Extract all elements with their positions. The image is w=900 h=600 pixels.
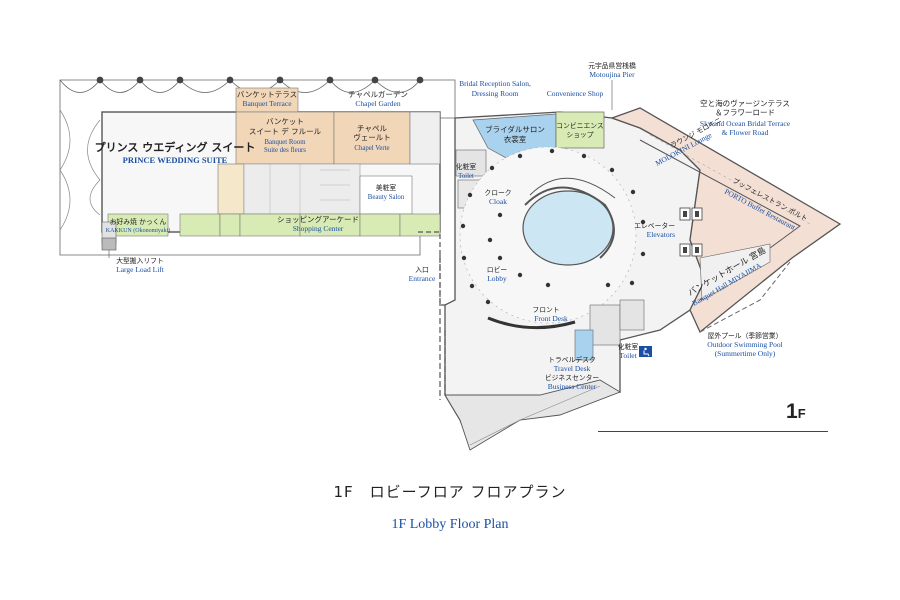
- toilet-bottom-jp: 化粧室: [618, 342, 639, 351]
- travel-en2: Business Center: [548, 382, 597, 391]
- lift-jp: 大型搬入リフト: [116, 256, 164, 265]
- shopping-arcade: [179, 213, 441, 237]
- toilet-bottom-en: Toilet: [619, 351, 637, 360]
- terrace-jp1: 空と海のヴァージンテラス: [700, 98, 790, 108]
- lift-en: Large Load Lift: [116, 265, 165, 274]
- banquet-room-area: [235, 111, 335, 165]
- chapel-garden-jp: チャペルガーデン: [348, 89, 408, 99]
- shopping-jp: ショッピングアーケード: [277, 214, 359, 224]
- wheelchair-icon: [639, 346, 652, 357]
- entrance-en: Entrance: [409, 274, 436, 283]
- lobby-en: Lobby: [487, 274, 507, 283]
- front-desk: [487, 316, 576, 330]
- chapel-garden-en: Chapel Garden: [355, 99, 400, 108]
- chapel-verte-jp1: チャペル: [357, 124, 387, 133]
- cloak-jp: クローク: [484, 189, 511, 197]
- wedding-suite-block: [217, 163, 245, 215]
- bridal-jp1: ブライダルサロン: [485, 124, 545, 134]
- floor-number: 1: [786, 400, 798, 423]
- west-garden-curve: [59, 109, 71, 231]
- okonomiyaki-en: KAKKUN (Okonomiyaki): [106, 227, 171, 234]
- elevators-jp: エレベーター: [634, 221, 675, 230]
- banquet-room-en1: Banquet Room: [265, 139, 307, 146]
- miyajima-hall-area: [699, 243, 771, 301]
- pier-jp: 元宇品県営桟橋: [588, 61, 636, 70]
- terrace-en1: Sky and Ocean Bridal Terrace: [700, 119, 791, 128]
- banquet-room-en2: Suite des fleurs: [264, 147, 306, 154]
- cloak-en: Cloak: [489, 197, 507, 206]
- toilet-top-jp: 化粧室: [456, 162, 477, 171]
- convenience-jp1: コンビニエンス: [556, 121, 604, 130]
- chapel-verte-area: [333, 111, 411, 165]
- pool-jp: 屋外プール（季節営業）: [708, 331, 783, 340]
- bridal-en1: Bridal Reception Salon,: [459, 79, 531, 88]
- travel-jp2: ビジネスセンター: [545, 373, 600, 382]
- pool-en1: Outdoor Swimming Pool: [707, 340, 782, 349]
- east-wing-outline: [610, 107, 842, 334]
- pier-en: Motoujina Pier: [589, 70, 635, 79]
- plan-title-jp: 1F ロビーフロア フロアプラン: [333, 483, 567, 501]
- front-en: Front Desk: [534, 314, 568, 323]
- convenience-shop-area: [555, 111, 605, 149]
- plan-title-en: 1F Lobby Floor Plan: [391, 517, 509, 532]
- colonnade: [96, 76, 424, 84]
- travel-jp1: トラベルデスク: [548, 355, 596, 364]
- entrance-jp: 入口: [415, 266, 429, 274]
- bridal-en2: Dressing Room: [472, 89, 519, 98]
- prince-wedding-en: PRINCE WEDDING SUITE: [123, 155, 228, 165]
- elevators-en: Elevators: [647, 230, 675, 239]
- terrace-en2: & Flower Road: [722, 128, 769, 137]
- bridal-jp2: 衣裳室: [504, 134, 527, 144]
- lobby-jp: ロビー: [487, 265, 508, 274]
- floor-indicator: 1F: [786, 400, 806, 424]
- banquet-room-jp1: バンケット: [266, 117, 304, 126]
- convenience-jp2: ショップ: [566, 131, 593, 139]
- floor-suffix: F: [797, 406, 806, 421]
- banquet-room-jp2: スイート デ フルール: [249, 126, 322, 136]
- beauty-jp: 美粧室: [376, 183, 397, 192]
- beauty-salon-area: [359, 175, 413, 215]
- large-load-lift: [101, 237, 117, 251]
- chapel-verte-en: Chapel Verte: [354, 145, 389, 152]
- shopping-en: Shopping Center: [293, 224, 344, 233]
- floor-underline: [598, 431, 828, 432]
- toilet-top-en: Toilet: [458, 173, 474, 180]
- outdoor-pool: [699, 261, 791, 333]
- banquet-terrace-jp: バンケットテラス: [237, 90, 297, 99]
- banquet-terrace-area: [235, 87, 299, 113]
- chapel-verte-jp2: ヴェールト: [353, 132, 391, 142]
- travel-en1: Travel Desk: [554, 364, 591, 373]
- convenience-en: Convenience Shop: [547, 89, 604, 98]
- banquet-terrace-en: Banquet Terrace: [242, 99, 292, 108]
- lobby-columns: [460, 148, 646, 305]
- front-jp: フロント: [532, 306, 559, 314]
- terrace-jp2: ＆フラワーロード: [715, 108, 775, 117]
- prince-wedding-jp: プリンス ウエディング スイート: [95, 140, 256, 154]
- okonomiyaki-jp: お好み焼 かっくん: [110, 217, 167, 226]
- pool-en2: (Summertime Only): [715, 349, 776, 358]
- beauty-en: Beauty Salon: [368, 194, 405, 201]
